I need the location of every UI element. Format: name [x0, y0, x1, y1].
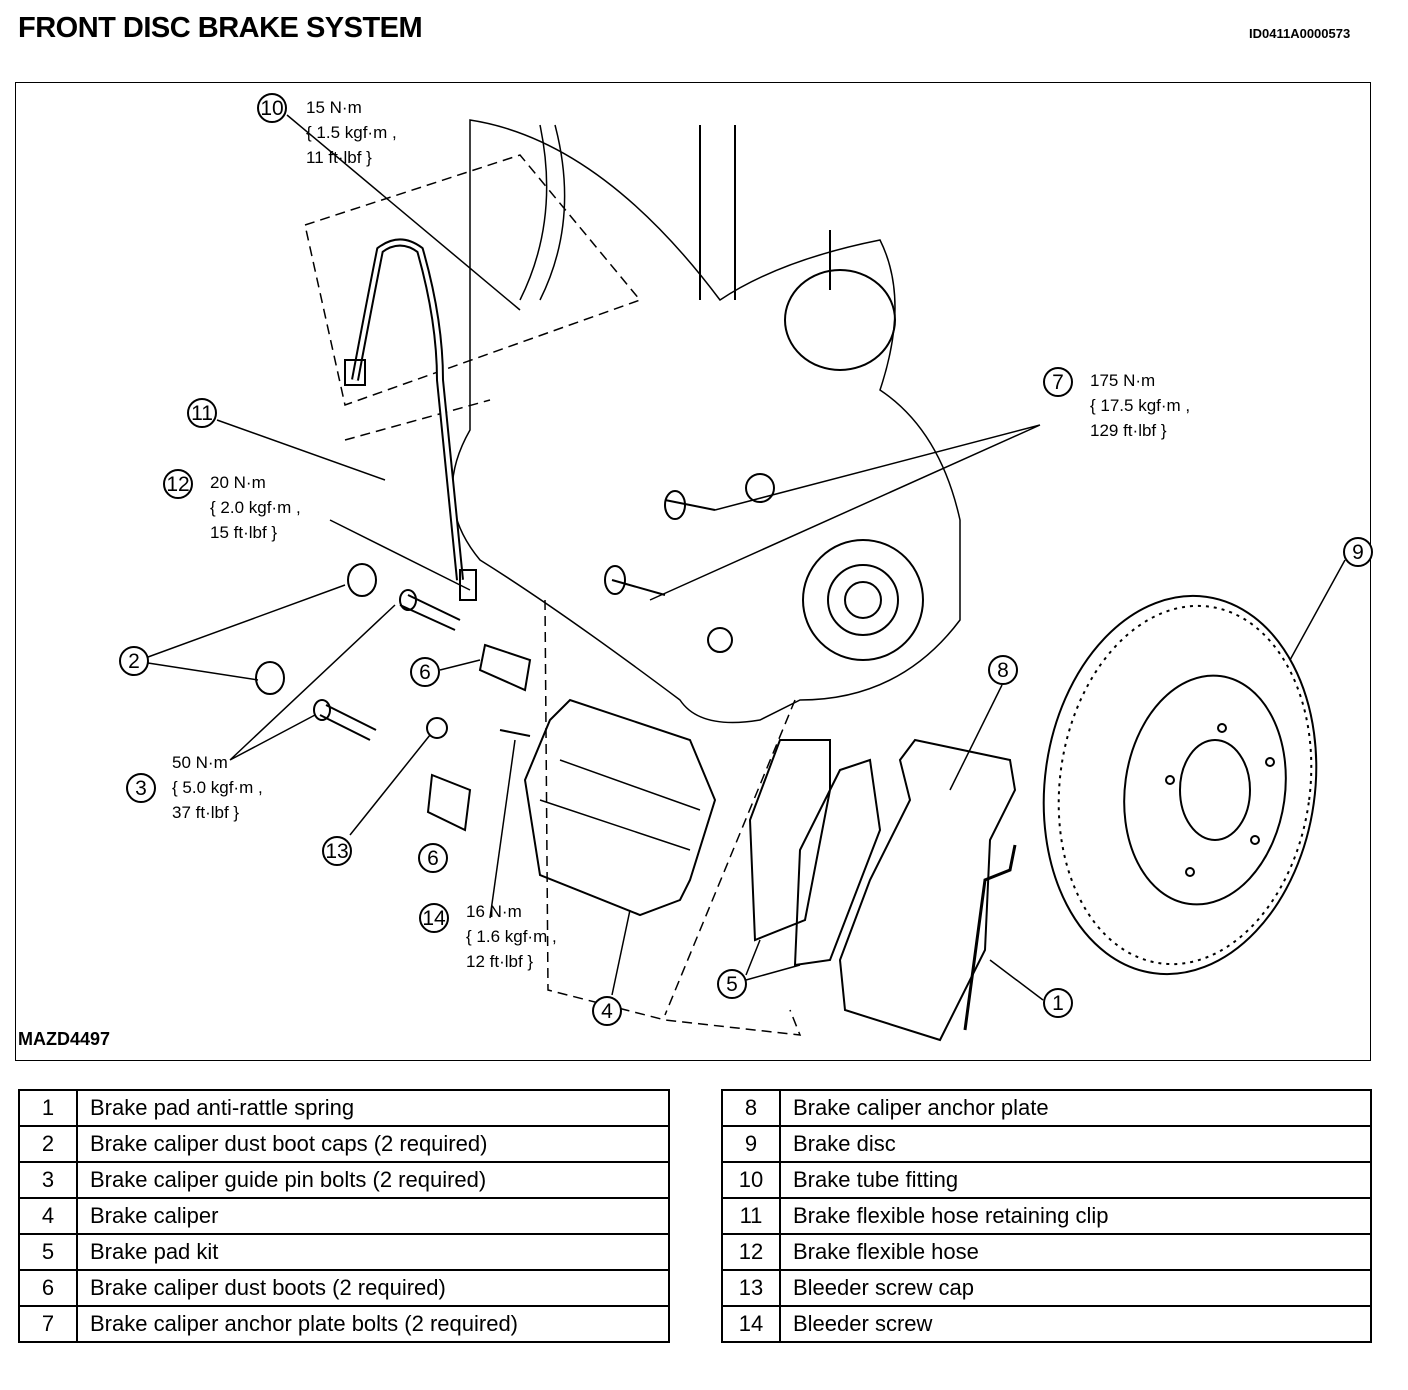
part-number: 5 [18, 1233, 78, 1271]
part-name: Brake caliper dust boot caps (2 required… [76, 1125, 670, 1163]
small-parts-drawing [255, 490, 716, 832]
torque-spec-14: 16 N·m { 1.6 kgf·m , 12 ft·lbf } [466, 902, 557, 971]
part-name: Brake flexible hose [779, 1233, 1372, 1271]
part-name: Brake tube fitting [779, 1161, 1372, 1199]
part-name: Brake disc [779, 1125, 1372, 1163]
part-number: 10 [721, 1161, 781, 1199]
callout-1: 1 [1043, 988, 1073, 1018]
callout-9: 9 [1343, 537, 1373, 567]
callout-6: 6 [418, 843, 448, 873]
figure-id: MAZD4497 [18, 1029, 111, 1049]
part-number: 1 [18, 1089, 78, 1127]
part-number: 14 [721, 1305, 781, 1343]
part-name: Brake caliper guide pin bolts (2 require… [76, 1161, 670, 1199]
callout-5: 5 [717, 969, 747, 999]
part-number: 8 [721, 1089, 781, 1127]
part-name: Brake pad anti-rattle spring [76, 1089, 670, 1127]
part-number: 2 [18, 1125, 78, 1163]
caliper-drawing [523, 698, 717, 917]
part-name: Bleeder screw [779, 1305, 1372, 1343]
diagram-frame [15, 82, 1371, 1061]
part-number: 12 [721, 1233, 781, 1271]
part-number: 11 [721, 1197, 781, 1235]
part-name: Brake caliper anchor plate bolts (2 requ… [76, 1305, 670, 1343]
torque-spec-3: 50 N·m { 5.0 kgf·m , 37 ft·lbf } [172, 753, 263, 822]
callout-2: 2 [119, 646, 149, 676]
part-number: 7 [18, 1305, 78, 1343]
strut-assembly-drawing [451, 119, 961, 724]
callout-12: 12 [163, 469, 193, 499]
callout-14: 14 [419, 903, 449, 933]
page-title: FRONT DISC BRAKE SYSTEM [18, 12, 423, 44]
callout-11: 11 [187, 398, 217, 428]
part-number: 4 [18, 1197, 78, 1235]
part-number: 3 [18, 1161, 78, 1199]
brake-pads-drawing [748, 739, 882, 967]
part-name: Brake caliper [76, 1197, 670, 1235]
part-number: 9 [721, 1125, 781, 1163]
part-name: Brake caliper anchor plate [779, 1089, 1372, 1127]
part-name: Brake flexible hose retaining clip [779, 1197, 1372, 1235]
callout-7: 7 [1043, 367, 1073, 397]
part-name: Brake pad kit [76, 1233, 670, 1271]
part-number: 13 [721, 1269, 781, 1307]
flexible-hose-drawing [344, 238, 477, 601]
callout-6: 6 [410, 657, 440, 687]
part-number: 6 [18, 1269, 78, 1307]
torque-spec-10: 15 N·m { 1.5 kgf·m , 11 ft·lbf } [306, 98, 397, 167]
document-id: ID0411A0000573 [1249, 26, 1351, 41]
callout-3: 3 [126, 773, 156, 803]
brake-disc-drawing [1042, 594, 1318, 976]
anchor-plate-drawing [838, 738, 1017, 1042]
callout-10: 10 [257, 93, 287, 123]
callout-4: 4 [592, 996, 622, 1026]
torque-spec-7: 175 N·m { 17.5 kgf·m , 129 ft·lbf } [1090, 371, 1191, 440]
leader-lines [147, 114, 1346, 1001]
part-name: Bleeder screw cap [779, 1269, 1372, 1307]
callout-13: 13 [322, 836, 352, 866]
callout-8: 8 [988, 655, 1018, 685]
part-name: Brake caliper dust boots (2 required) [76, 1269, 670, 1307]
torque-spec-12: 20 N·m { 2.0 kgf·m , 15 ft·lbf } [210, 473, 301, 542]
